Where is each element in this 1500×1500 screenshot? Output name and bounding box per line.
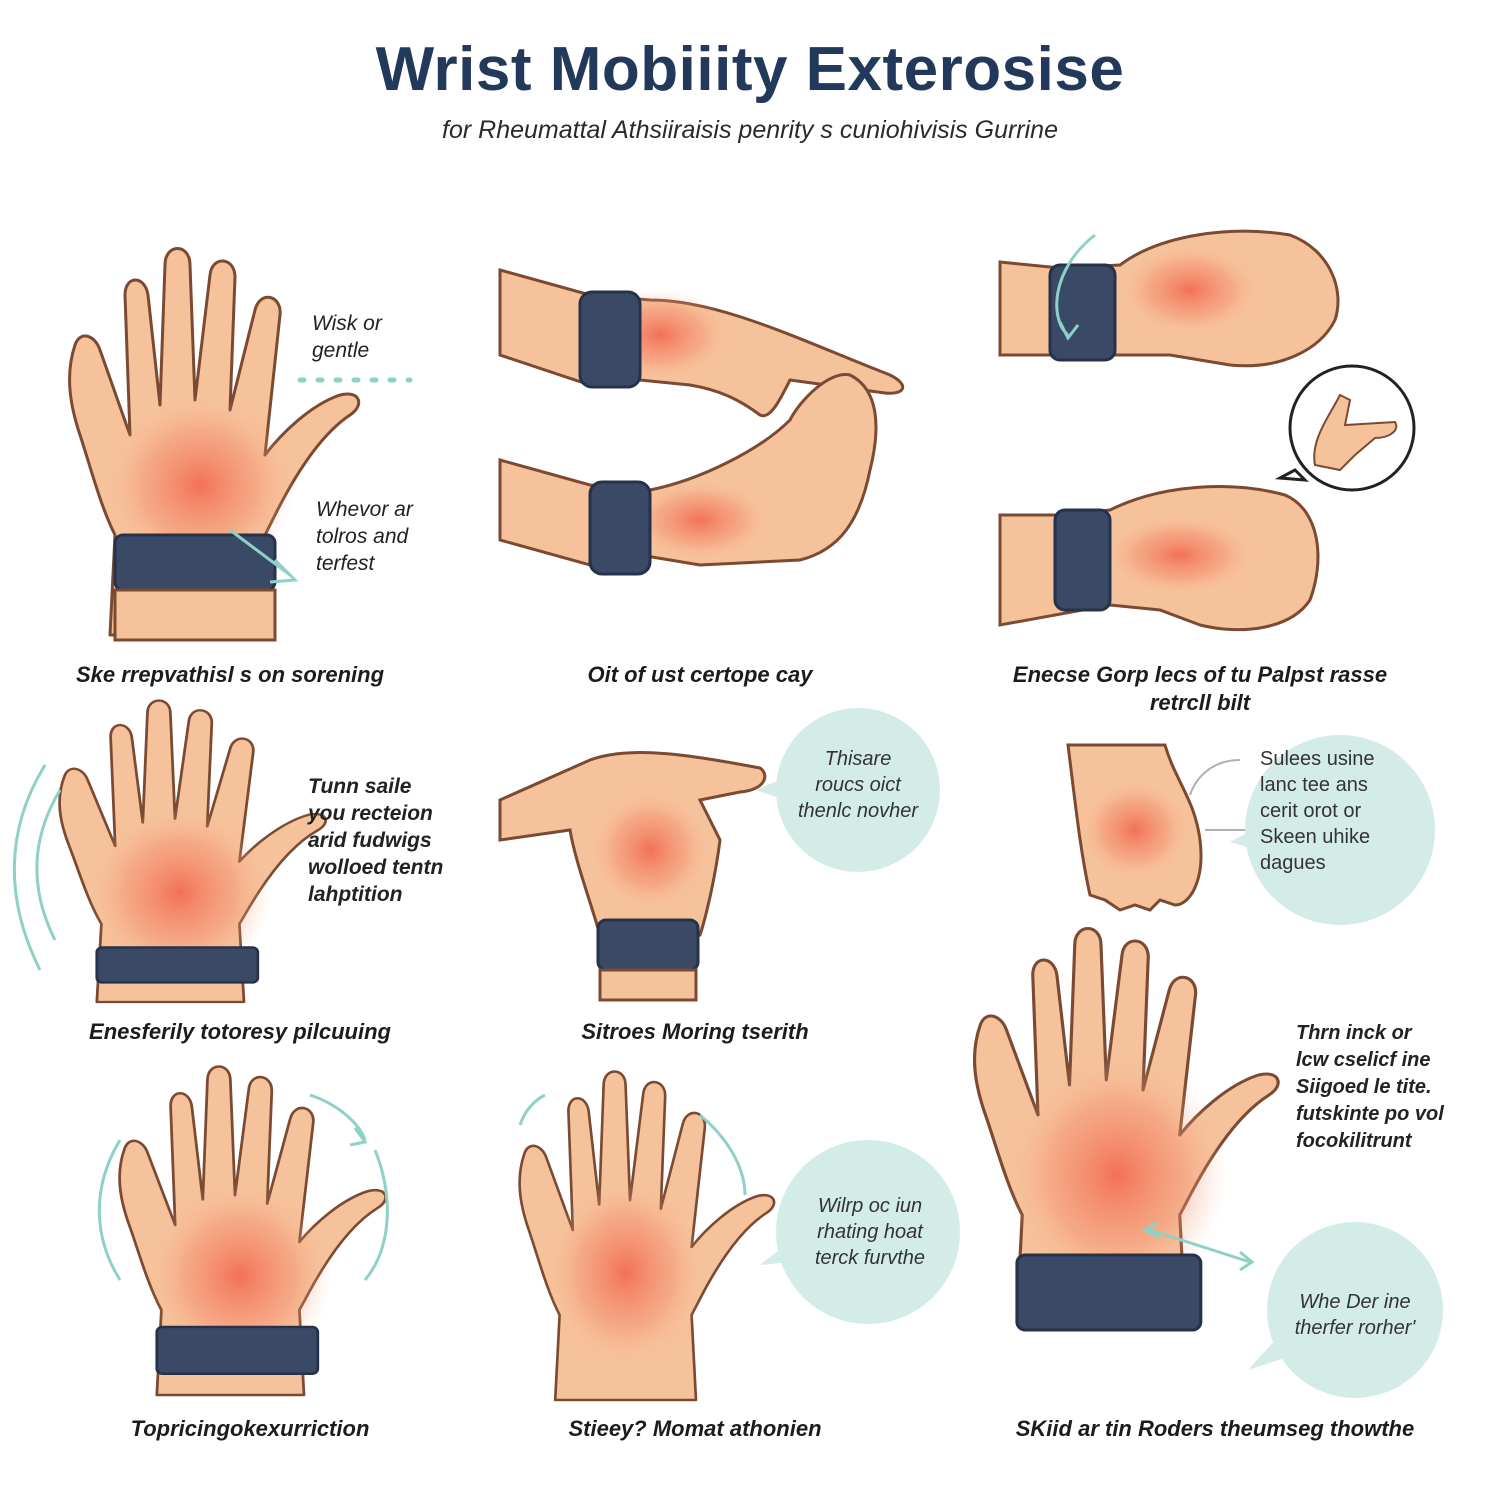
rotation-arrow-icon xyxy=(1055,233,1096,341)
panel-1-note-top: Wisk or gentle xyxy=(312,312,382,362)
panel-9-note: Thrn inck or lcw cselicf ine Siigoed le … xyxy=(1296,1022,1444,1152)
panel-3-caption: Enecse Gorp lecs of tu Palpst rasse retr… xyxy=(1012,662,1388,715)
rotation-arrow-icon xyxy=(518,1093,546,1126)
speech-bubble-9 xyxy=(1248,1222,1443,1398)
panel-8-caption: Stieey? Momat athonien xyxy=(568,1416,822,1441)
rotation-arrow-icon xyxy=(97,1139,122,1281)
panel-5-hand-illustration xyxy=(498,750,767,1002)
panel-4-hand-illustration xyxy=(12,699,328,1004)
page-subtitle: for Rheumattal Athsiiraisis penrity s cu… xyxy=(442,116,1058,144)
panel-1-hand-illustration xyxy=(68,247,361,642)
arrow-icon xyxy=(1189,759,1245,831)
panel-9-caption: SKiid ar tin Roders theumseg thowthe xyxy=(1015,1416,1415,1441)
panel-4-note: Tunn saile you recteion arid fudwigs wol… xyxy=(308,775,444,906)
panel-7-caption: Topricingokexurriction xyxy=(130,1416,370,1441)
page-title: Wrist Mobiiity Exterosise xyxy=(375,35,1125,104)
panel-3-fist-illustration xyxy=(998,229,1416,632)
panel-5-caption: Sitroes Moring tserith xyxy=(581,1019,809,1044)
double-arrow-icon xyxy=(1141,1220,1255,1272)
motion-arc-icon xyxy=(12,764,47,971)
panel-2-caption: Oit of ust certope cay xyxy=(587,662,813,687)
speech-bubble-5 xyxy=(755,708,940,872)
panel-7-hand-illustration xyxy=(97,1065,389,1397)
panel-9-hand-illustration xyxy=(972,926,1280,1332)
panel-8-bubble-text: Wilrp oc iun rhating hoat terck furvthe xyxy=(814,1195,926,1269)
panel-1-caption: Ske rrepvathisl s on sorening xyxy=(75,662,385,687)
speech-bubble-8 xyxy=(760,1140,960,1324)
panel-9-bubble-text: Whe Der ine therfer rorher' xyxy=(1294,1291,1416,1339)
panel-5-bubble-text: Thisare roucs oict thenlc novher xyxy=(797,748,919,822)
panel-8-hand-illustration xyxy=(518,1070,776,1402)
panel-6-hand-illustration xyxy=(1066,743,1245,912)
speech-bubble-6 xyxy=(1230,735,1435,925)
panel-1-note-bottom: Whevor ar tolros and terfest xyxy=(316,498,413,575)
arrow-icon xyxy=(229,528,299,584)
panel-4-caption: Enesferily totoresy pilcuuing xyxy=(89,1019,391,1044)
panel-2-hands-illustration xyxy=(498,268,904,576)
panel-6-bubble-text: Sulees usine lanc tee ans cerit orot or … xyxy=(1260,748,1375,874)
